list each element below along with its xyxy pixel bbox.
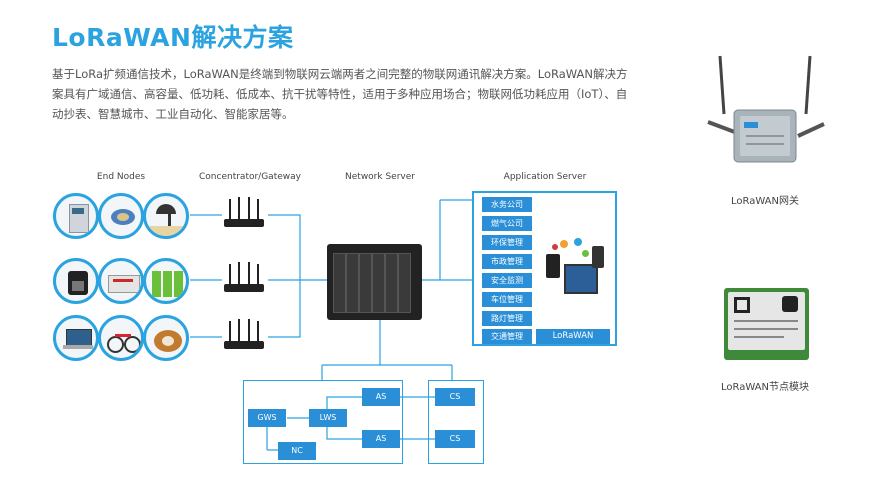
node-lws: LWS [309, 409, 347, 427]
gateway-router-1 [222, 197, 266, 229]
module-caption: LoRaWAN节点模块 [720, 382, 810, 393]
app-item-gas: 燃气公司 [482, 216, 532, 231]
node-as-2: AS [362, 430, 400, 448]
gateway-device-image [700, 52, 830, 177]
app-item-streetlight: 路灯管理 [482, 311, 532, 326]
end-node-printer [98, 258, 144, 304]
lorawan-tag: LoRaWAN [536, 329, 610, 344]
frame-right [428, 380, 484, 464]
app-item-traffic: 交通管理 [482, 329, 532, 344]
end-node-bicycle [98, 315, 144, 361]
network-server-rack [327, 244, 422, 320]
app-item-water: 水务公司 [482, 197, 532, 212]
node-nc: NC [278, 442, 316, 460]
page-title: LoRaWAN解决方案 [52, 23, 294, 52]
node-gws: GWS [248, 409, 286, 427]
node-cs-1: CS [435, 388, 475, 406]
end-node-meter [53, 193, 99, 239]
label-end-nodes: End Nodes [96, 172, 146, 182]
gateway-router-2 [222, 262, 266, 294]
label-gateway: Concentrator/Gateway [199, 172, 301, 182]
gateway-caption: LoRaWAN网关 [730, 196, 800, 207]
frame-left [243, 380, 403, 464]
end-node-battery [143, 258, 189, 304]
end-node-water-meter [98, 193, 144, 239]
app-item-safety: 安全监测 [482, 273, 532, 288]
gateway-router-3 [222, 319, 266, 351]
application-server-box: 水务公司 燃气公司 环保管理 市政管理 安全监测 车位管理 路灯管理 交通管理 … [472, 191, 617, 346]
node-as-1: AS [362, 388, 400, 406]
end-node-coffee-maker [53, 258, 99, 304]
app-item-parking: 车位管理 [482, 292, 532, 307]
intro-paragraph: 基于LoRa扩频通信技术，LoRaWAN是终端到物联网云端两者之间完整的物联网通… [52, 67, 628, 121]
node-module-image [724, 288, 809, 360]
end-node-cattle [143, 315, 189, 361]
label-network-server: Network Server [345, 172, 415, 182]
node-cs-2: CS [435, 430, 475, 448]
app-item-municipal: 市政管理 [482, 254, 532, 269]
app-item-environment: 环保管理 [482, 235, 532, 250]
end-node-laptop [53, 315, 99, 361]
app-devices-illustration [542, 238, 608, 298]
end-node-streetlight [143, 193, 189, 239]
label-app-server: Application Server [503, 172, 587, 182]
